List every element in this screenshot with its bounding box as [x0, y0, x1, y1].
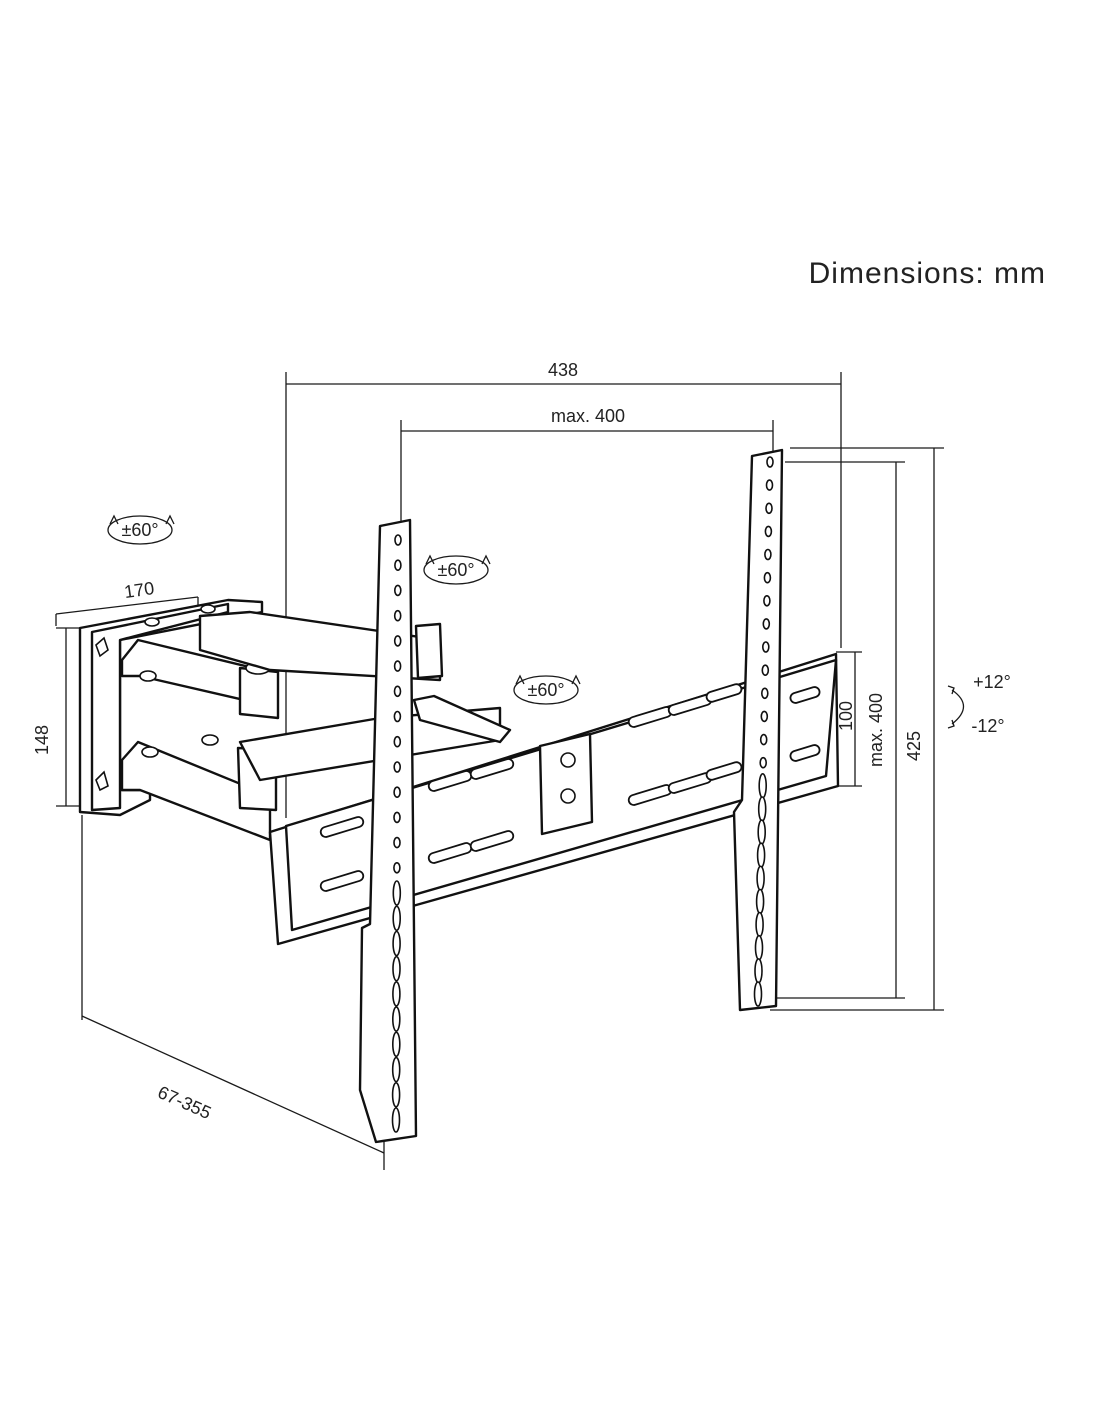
label-tilt-up: +12°	[973, 672, 1011, 692]
left-upright-hole	[394, 534, 402, 546]
label-tilt-down: -12°	[971, 716, 1004, 736]
left-upright-hole	[393, 761, 402, 773]
left-upright-hole	[393, 609, 402, 622]
label-wall-swivel: ±60°	[121, 520, 158, 540]
tilt-indicator	[947, 685, 965, 729]
wall-plate	[78, 598, 264, 817]
left-upright-hole	[392, 955, 401, 982]
left-upright	[358, 518, 418, 1144]
left-upright-hole	[392, 981, 401, 1007]
right-upright-hole	[759, 733, 768, 746]
label-arm-swivel: ±60°	[437, 560, 474, 580]
right-upright-hole	[760, 710, 769, 723]
left-upright-hole	[391, 1056, 401, 1083]
label-overall-height: 425	[904, 731, 924, 761]
left-upright-hole	[391, 1107, 401, 1133]
left-upright-hole	[393, 861, 401, 874]
right-upright-hole	[754, 958, 763, 984]
right-upright-hole	[755, 911, 764, 938]
label-head-swivel: ±60°	[527, 680, 564, 700]
label-wall-plate-width: 170	[123, 578, 156, 602]
right-upright-hole	[753, 981, 763, 1007]
left-upright-hole	[393, 735, 402, 748]
right-upright-hole	[763, 571, 772, 584]
left-upright-hole	[393, 786, 401, 799]
left-upright-hole	[394, 559, 402, 572]
right-upright-hole	[756, 865, 765, 892]
right-upright-hole	[761, 664, 770, 677]
right-upright-hole	[754, 934, 764, 961]
right-upright-hole	[766, 456, 774, 468]
left-upright-hole	[391, 1082, 401, 1108]
right-upright-hole	[762, 618, 771, 630]
left-upright-hole	[393, 811, 401, 824]
right-upright-hole	[765, 502, 773, 515]
right-upright-hole	[757, 819, 767, 845]
label-overall-width: 438	[548, 360, 578, 380]
left-upright-hole	[393, 685, 402, 698]
right-upright-hole	[756, 842, 766, 869]
right-upright-hole	[764, 525, 773, 538]
left-upright-hole	[393, 660, 402, 672]
swing-arms	[120, 610, 512, 842]
right-upright-hole	[760, 687, 769, 700]
left-upright-hole	[393, 635, 402, 647]
right-upright-hole	[765, 479, 774, 491]
rotation-indicator-arm	[423, 554, 491, 585]
label-depth: 67-355	[155, 1082, 214, 1123]
rotation-indicator-wall	[107, 514, 175, 545]
right-upright	[732, 448, 784, 1012]
left-upright-hole	[392, 905, 402, 932]
label-vesa-width: max. 400	[551, 406, 625, 426]
diagram-title: Dimensions: mm	[808, 257, 1046, 290]
left-upright-hole	[392, 880, 402, 906]
dimension-lines	[55, 372, 944, 1170]
right-upright-hole	[757, 796, 767, 822]
left-upright-hole	[393, 836, 401, 849]
left-upright-hole	[393, 584, 402, 597]
left-upright-hole	[391, 1006, 401, 1032]
right-upright-hole	[763, 594, 771, 607]
left-upright-hole	[391, 1031, 401, 1058]
rotation-indicator-head	[513, 674, 581, 705]
right-upright-hole	[761, 641, 770, 653]
label-vesa-height: max. 400	[866, 693, 886, 767]
right-upright-hole	[759, 756, 768, 769]
right-upright-hole	[755, 888, 765, 915]
left-upright-hole	[393, 710, 402, 723]
left-upright-hole	[392, 930, 401, 957]
label-small-height: 100	[836, 701, 856, 731]
right-upright-hole	[758, 772, 768, 799]
label-wall-plate-height: 148	[32, 725, 52, 755]
right-upright-hole	[764, 548, 772, 561]
